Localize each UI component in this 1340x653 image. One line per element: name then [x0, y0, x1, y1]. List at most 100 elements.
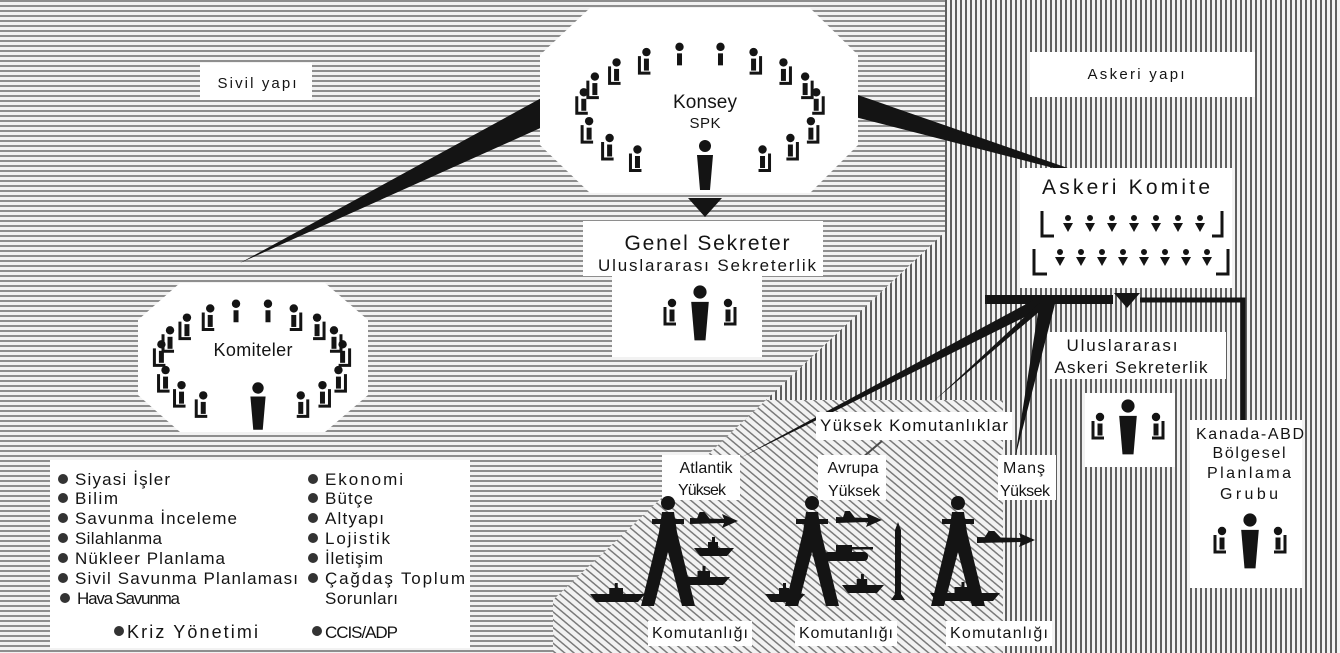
canada-us-line: Grubu [1220, 486, 1278, 503]
leader-body [1119, 415, 1137, 455]
member-body [1097, 423, 1103, 436]
council-member-icon [628, 145, 642, 172]
committee-member-icon [201, 304, 215, 331]
delegate-body [1151, 223, 1161, 232]
major-commands-background [553, 400, 1003, 653]
member-body [291, 314, 297, 327]
member-body [200, 401, 206, 414]
list-item-continuation: Sorunları [325, 589, 398, 608]
ship-bridge [708, 542, 718, 548]
member-head [667, 298, 677, 308]
member-chair [161, 334, 175, 353]
delegate-head [1183, 249, 1189, 255]
member-body [634, 155, 640, 168]
bracket [1040, 211, 1054, 238]
leader-head [252, 382, 264, 394]
europe-footer-panel [795, 621, 897, 646]
member-head [1273, 526, 1283, 536]
ship-hull [590, 594, 645, 602]
member-chair [637, 56, 651, 75]
aircraft-fuselage [977, 533, 1035, 547]
military-delegate-icon [1097, 249, 1107, 266]
military-delegate-icon [1085, 215, 1095, 232]
military-delegate-icon [1195, 215, 1205, 232]
committee-list-panel [50, 460, 470, 648]
delegate-body [1097, 257, 1107, 266]
member-body [340, 350, 346, 363]
europe-commander-icon [785, 496, 839, 606]
ship-mast [961, 582, 965, 587]
bullet-icon [308, 573, 318, 583]
military-delegate-icon [1076, 249, 1086, 266]
member-body [184, 324, 190, 337]
bullet-icon [312, 626, 322, 636]
atlantic-commander-icon [641, 496, 695, 606]
member-body [167, 336, 173, 349]
member-chair [1274, 535, 1287, 554]
ship-hull [842, 585, 884, 593]
aircraft-wing [983, 531, 1004, 540]
soldier-head [661, 496, 675, 510]
member-body [158, 350, 164, 363]
member-body [233, 310, 239, 323]
member-body [751, 58, 757, 71]
committees-panel [138, 283, 368, 432]
ship-icon [694, 537, 734, 556]
delegate-body [1063, 223, 1073, 232]
member-chair [586, 80, 599, 100]
committee-chair-icon [250, 382, 266, 430]
aircraft-icon [977, 531, 1035, 547]
member-head [806, 116, 816, 126]
tank-hull [824, 552, 868, 561]
member-head [584, 116, 594, 126]
council-member-icon [786, 133, 799, 161]
soldier-body [641, 512, 695, 606]
military-staff-member-icon [1151, 412, 1165, 440]
soldier-head [951, 496, 965, 510]
bullet-icon [114, 626, 124, 636]
list-item: Bilim [75, 489, 118, 508]
member-chair [601, 141, 614, 161]
member-head [786, 133, 795, 143]
soldier-body [785, 512, 839, 606]
canada-us-chair-icon [1241, 513, 1259, 569]
military-staff-panel [1048, 332, 1226, 379]
leader-body [691, 301, 709, 341]
member-chair [289, 312, 303, 331]
committee-member-icon [296, 391, 310, 418]
member-head [758, 145, 767, 154]
bullet-icon [308, 553, 318, 563]
leader-head [693, 285, 707, 299]
council-abbreviation: SPK [690, 115, 721, 132]
council-member-icon [758, 145, 772, 172]
delegate-body [1085, 223, 1095, 232]
bullet-icon [58, 533, 68, 543]
member-chair [812, 96, 825, 115]
member-head [612, 58, 621, 67]
member-chair [628, 153, 642, 172]
military-delegate-icon [1181, 249, 1191, 266]
member-body [607, 144, 613, 157]
military-staff-member-icon [1091, 412, 1105, 440]
council-member-icon [675, 42, 684, 66]
member-body [813, 98, 819, 111]
connector-to-major-commands [935, 297, 1046, 400]
member-chair [178, 321, 191, 341]
member-body [669, 309, 675, 322]
member-body [331, 336, 337, 349]
command-name: Atlantik [680, 460, 734, 477]
committee-member-icon [289, 304, 303, 331]
member-body [780, 68, 786, 81]
member-body [808, 127, 814, 140]
delegate-body [1181, 257, 1191, 266]
member-chair [318, 389, 331, 408]
member-body [1219, 537, 1225, 550]
command-level: Yüksek [678, 482, 727, 499]
leader-head [1243, 513, 1257, 527]
council-member-icon [608, 58, 621, 85]
council-member-icon [601, 133, 614, 161]
pictogram-layer [152, 42, 1287, 606]
channel-commander-icon [931, 496, 985, 606]
channel-footer-panel [946, 621, 1052, 646]
